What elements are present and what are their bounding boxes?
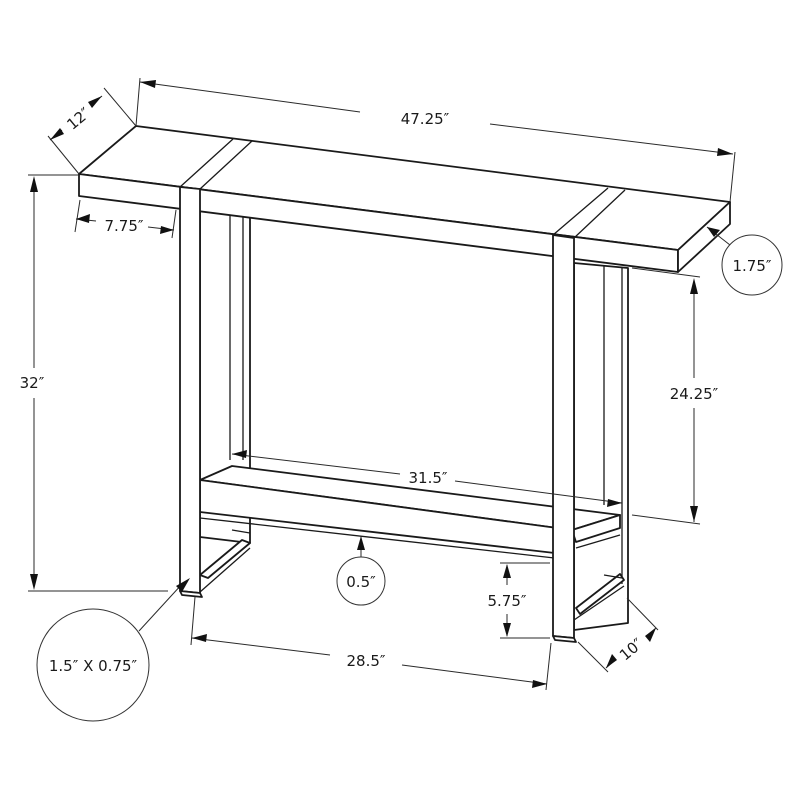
dimension-shelf-width: 31.5″ [231, 450, 623, 507]
label-leg-depth: 10″ [616, 634, 647, 664]
callout-leg-tube-profile: 1.5″ X 0.75″ [36, 578, 190, 722]
front-right-leg [552, 234, 575, 639]
dimension-shelf-to-floor: 5.75″ [487, 562, 550, 639]
label-top-to-shelf: 24.25″ [670, 385, 719, 403]
dimension-overall-height: 32″ [20, 174, 168, 592]
label-top-overhang: 7.75″ [104, 217, 143, 235]
label-overall-height: 32″ [20, 374, 45, 392]
dimension-overall-width: 47.25″ [135, 77, 736, 203]
label-shelf-width: 31.5″ [408, 469, 447, 487]
label-shelf-to-floor: 5.75″ [487, 592, 526, 610]
dimension-top-overhang: 7.75″ [74, 199, 177, 239]
right-leg-frame [573, 262, 629, 631]
console-table [78, 125, 731, 643]
dimension-top-to-shelf: 24.25″ [631, 267, 719, 525]
label-inner-leg-spacing: 28.5″ [346, 652, 385, 670]
callout-top-thickness: 1.75″ [706, 226, 783, 296]
label-shelf-thickness: 0.5″ [346, 573, 376, 591]
dimension-inner-leg-spacing: 28.5″ [190, 596, 552, 691]
left-leg-frame [199, 207, 251, 593]
label-top-thickness: 1.75″ [732, 257, 771, 275]
callout-shelf-thickness: 0.5″ [336, 536, 386, 606]
label-leg-tube-profile: 1.5″ X 0.75″ [49, 657, 138, 675]
front-left-leg [179, 186, 201, 594]
label-top-depth: 12″ [63, 104, 94, 134]
tabletop [78, 125, 731, 273]
label-overall-width: 47.25″ [401, 110, 450, 128]
lower-shelf [199, 465, 621, 561]
